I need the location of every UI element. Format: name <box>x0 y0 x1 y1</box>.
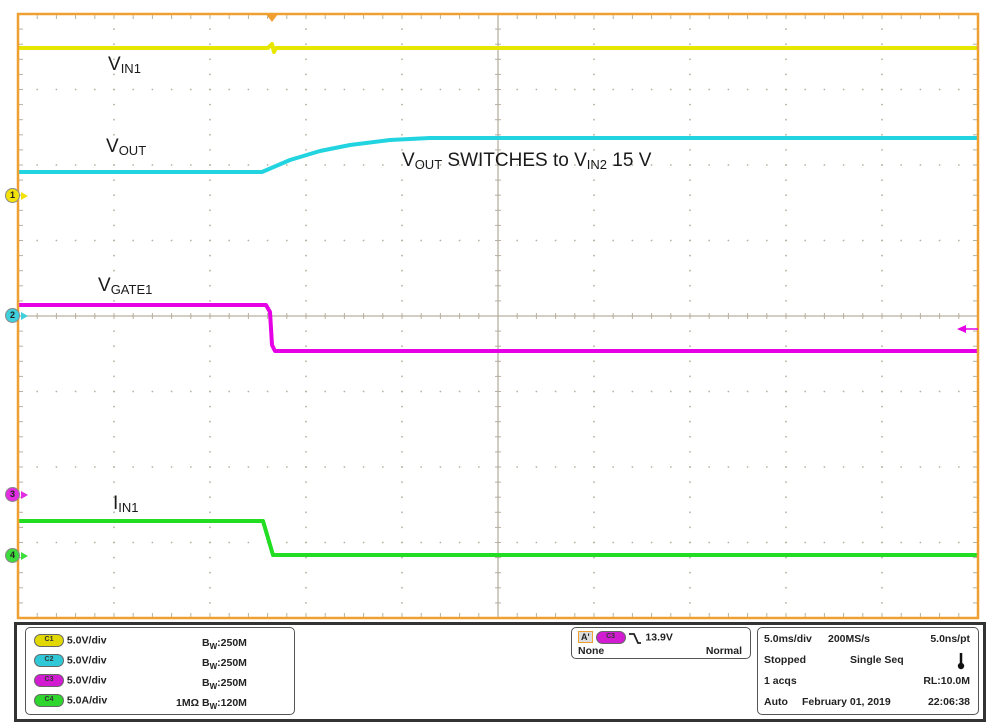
vin1-label: VIN1 <box>108 54 141 76</box>
channel-1-arrow-icon <box>21 192 28 200</box>
acquisition-state: Stopped <box>764 654 806 666</box>
status-bar: C1 5.0V/div C2 5.0V/div C3 5.0V/div C4 5… <box>14 622 986 722</box>
trigger-source-badge[interactable]: C3 <box>595 631 626 644</box>
trigger-coupling: None <box>578 645 605 657</box>
waveform-traces <box>18 42 978 557</box>
trigger-mode-box[interactable]: A' <box>578 631 593 644</box>
channel-3-ground-marker[interactable]: 3 <box>5 487 20 502</box>
acquisition-count: 1 acqs <box>764 675 797 687</box>
channel-1-scale: 5.0V/div <box>66 634 107 647</box>
channel-2-badge[interactable]: C2 <box>34 654 64 667</box>
channel-1-row[interactable]: C1 5.0V/div <box>34 634 107 647</box>
channel-4-arrow-icon <box>21 552 28 560</box>
channel-4-impedance: 1MΩ <box>176 697 200 709</box>
vout-label: VOUT <box>106 136 147 158</box>
channel-1-bandwidth: BW:250M <box>202 637 247 652</box>
channel-4-scale: 5.0A/div <box>66 694 108 707</box>
thermometer-icon <box>957 653 965 670</box>
trigger-level-arrow-icon[interactable] <box>957 325 978 333</box>
waveform-plot <box>16 12 980 620</box>
vgate1-trace <box>18 303 978 353</box>
vout-trace <box>18 136 978 174</box>
switch-annotation: VOUT SWITCHES to VIN2 15 V <box>402 150 652 172</box>
channel-2-bandwidth: BW:250M <box>202 657 247 672</box>
oscilloscope-display: 1 2 3 4 VIN1 VOUT VGATE1 IIN1 VOUT SWITC… <box>5 12 980 620</box>
sample-rate: 200MS/s <box>828 633 871 645</box>
channel-2-ground-marker[interactable]: 2 <box>5 308 20 323</box>
channel-3-bandwidth: BW:250M <box>202 677 247 692</box>
channel-3-arrow-icon <box>21 491 28 499</box>
channel-settings-panel[interactable]: C1 5.0V/div C2 5.0V/div C3 5.0V/div C4 5… <box>25 627 295 715</box>
trigger-panel[interactable]: A' C3 13.9V None Normal <box>571 627 751 659</box>
iin1-trace <box>18 519 978 557</box>
acquisition-mode: Auto <box>764 696 788 708</box>
falling-edge-icon <box>629 632 642 644</box>
record-length: RL:10.0M <box>923 675 970 687</box>
channel-3-badge[interactable]: C3 <box>34 674 64 687</box>
capture-time: 22:06:38 <box>927 696 970 708</box>
iin1-label: IIN1 <box>113 493 139 515</box>
trigger-level: 13.9V <box>645 631 673 644</box>
trigger-position-marker[interactable] <box>266 14 278 22</box>
time-resolution: 5.0ns/pt <box>930 633 970 645</box>
capture-date: February 01, 2019 <box>802 696 891 708</box>
channel-2-row[interactable]: C2 5.0V/div <box>34 654 107 667</box>
trigger-row: A' C3 13.9V <box>578 631 673 644</box>
channel-4-ground-marker[interactable]: 4 <box>5 548 20 563</box>
channel-1-badge[interactable]: C1 <box>34 634 64 647</box>
channel-4-bandwidth: BW:120M <box>202 697 247 712</box>
acquisition-panel[interactable]: 5.0ms/div 200MS/s 5.0ns/pt Stopped Singl… <box>757 627 979 715</box>
channel-2-arrow-icon <box>21 312 28 320</box>
acquisition-sequence[interactable]: Single Seq <box>850 654 904 666</box>
channel-4-row[interactable]: C4 5.0A/div <box>34 694 107 707</box>
channel-4-badge[interactable]: C4 <box>34 694 64 707</box>
vin1-trace <box>18 42 978 54</box>
channel-1-ground-marker[interactable]: 1 <box>5 188 20 203</box>
channel-3-scale: 5.0V/div <box>66 674 107 687</box>
channel-3-row[interactable]: C3 5.0V/div <box>34 674 107 687</box>
timebase: 5.0ms/div <box>764 633 812 645</box>
channel-2-scale: 5.0V/div <box>66 654 107 667</box>
trigger-type: Normal <box>705 645 742 657</box>
graticule <box>17 13 978 618</box>
vgate1-label: VGATE1 <box>98 275 153 297</box>
